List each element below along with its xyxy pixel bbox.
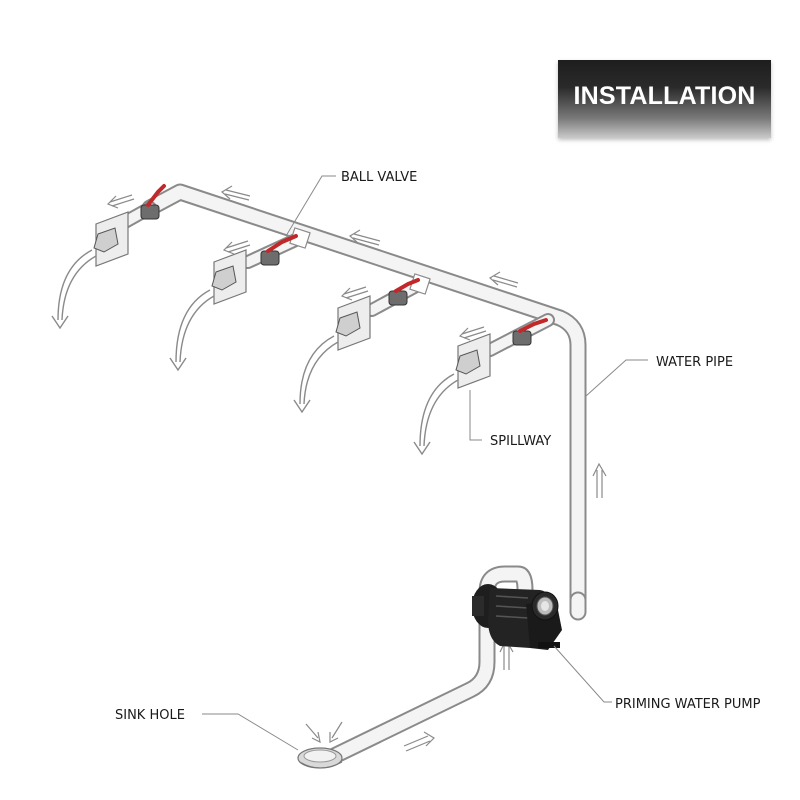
spillway-outlet-icon: [335, 295, 371, 351]
sink-hole-icon: [297, 747, 343, 769]
pump-icon: [472, 584, 562, 650]
label-sink-hole: SINK HOLE: [115, 708, 185, 723]
title-banner: INSTALLATION: [558, 60, 771, 138]
ball-valve-icon: [512, 318, 548, 346]
page-title: INSTALLATION: [573, 82, 756, 110]
water-flow-arc: [51, 249, 97, 330]
label-water-pipe: WATER PIPE: [656, 355, 733, 370]
flow-arrow-icon: [305, 721, 343, 744]
leader-lines: [202, 175, 648, 751]
label-pump: PRIMING WATER PUMP: [615, 697, 761, 712]
suction-pipe: [321, 565, 534, 767]
flow-arrow-icon: [458, 326, 487, 341]
flow-arrow-icon: [106, 194, 135, 209]
flow-arrow-icon: [488, 271, 519, 288]
flow-arrow-icon: [340, 286, 369, 301]
label-ball-valve: BALL VALVE: [341, 170, 417, 185]
water-pipe: [118, 183, 587, 621]
flow-arrow-icon: [348, 229, 381, 246]
flow-arrow-icon: [222, 240, 251, 255]
ball-valve-icon: [140, 184, 166, 220]
ball-valve-icon: [388, 278, 420, 306]
flow-arrow-icon: [592, 462, 607, 498]
water-flow-arc: [293, 335, 339, 414]
spillway-outlet-icon: [455, 333, 491, 389]
water-flow-arc: [169, 289, 215, 372]
flow-arrow-icon: [220, 185, 251, 201]
flow-arrow-icon: [403, 731, 435, 752]
spillway-outlet-icon: [211, 249, 247, 305]
label-spillway: SPILLWAY: [490, 434, 551, 449]
water-flow-arc: [413, 373, 459, 456]
ball-valve-icon: [260, 234, 298, 266]
spillway-outlet-icon: [93, 211, 129, 267]
